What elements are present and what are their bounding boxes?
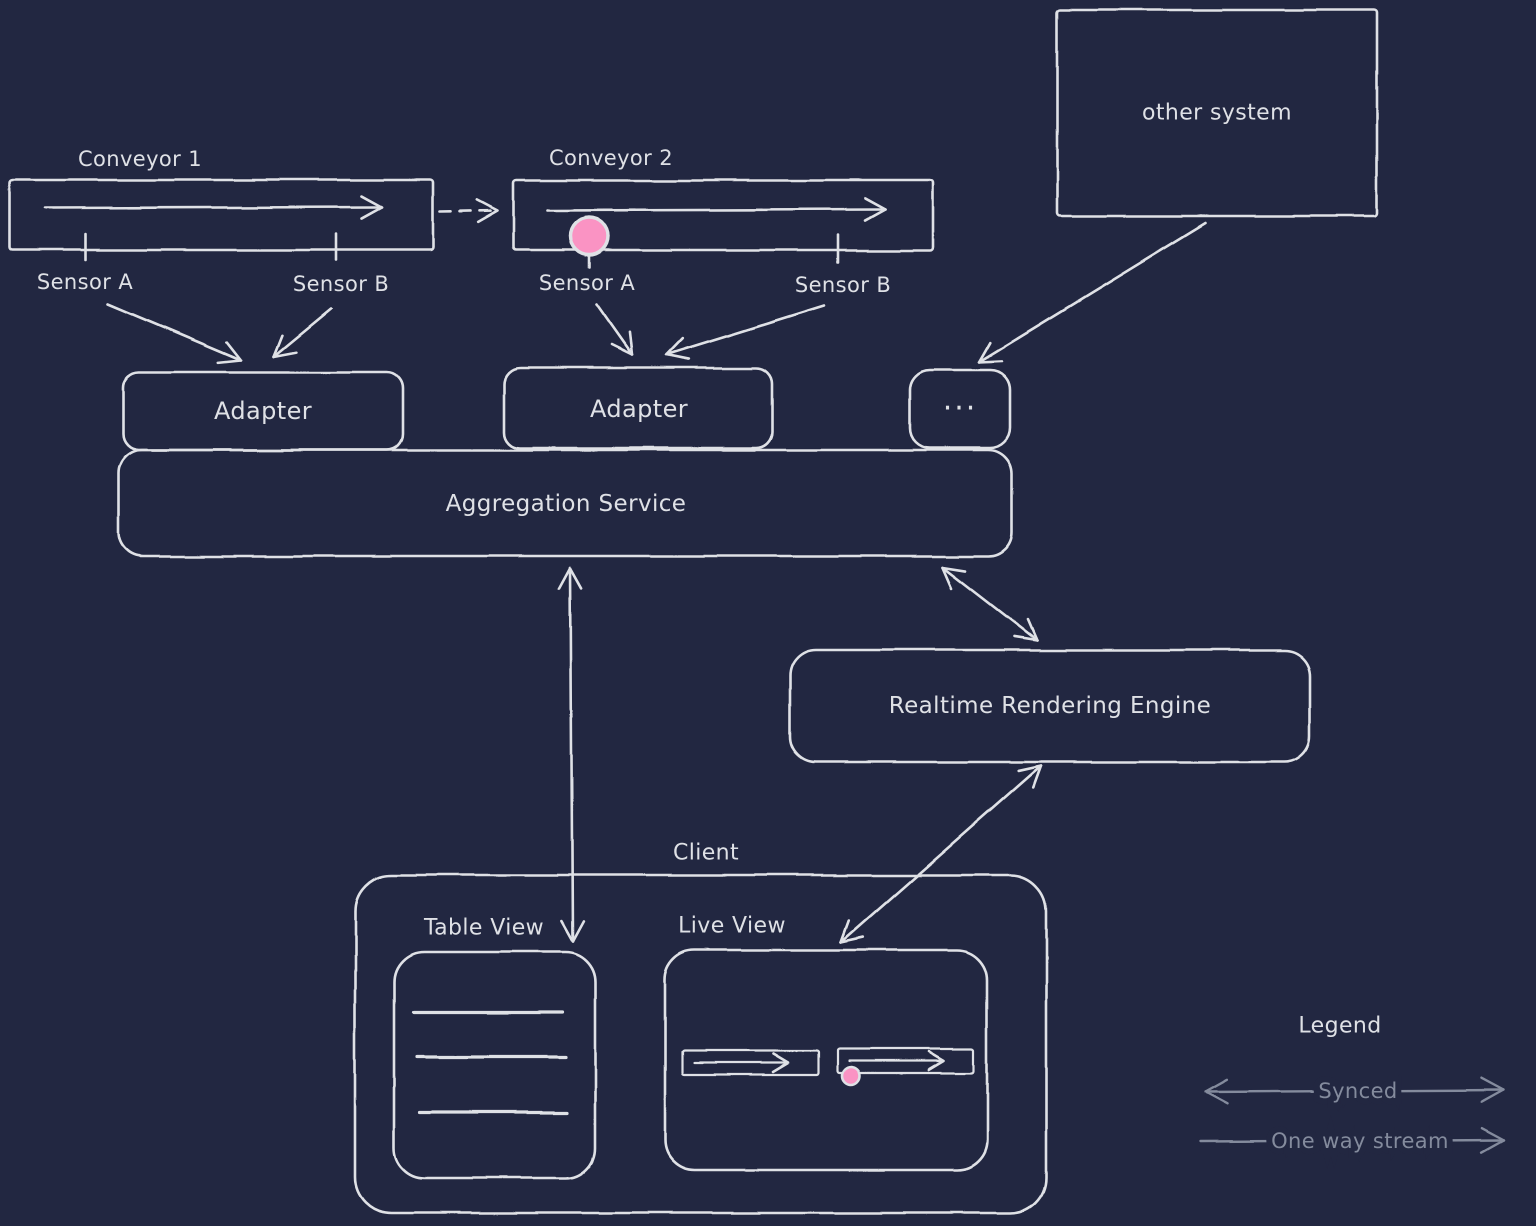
conveyor-1-label: Conveyor 1 (78, 147, 202, 171)
conveyor-2-item-dot (568, 215, 610, 257)
conveyor-2-sensor-a-arrow (594, 302, 634, 357)
legend-title: Legend (1298, 1014, 1381, 1039)
legend-one-way-arrow (1198, 1126, 1505, 1154)
conveyor-2-label: Conveyor 2 (549, 146, 673, 170)
conveyor-1-flow-arrow (43, 194, 384, 220)
live-view-label: Live View (678, 914, 786, 939)
adapter-2-box (503, 366, 774, 450)
table-view-label: Table View (423, 916, 544, 941)
conveyor-2-sensor-b-arrow (664, 304, 826, 361)
live-view-conveyor-1 (680, 1049, 820, 1077)
conveyor-1-sensor-b-label: Sensor B (293, 272, 389, 296)
realtime-rendering-engine-box (788, 648, 1312, 764)
aggregation-service-label: Aggregation Service (446, 491, 687, 517)
adapter-1-label: Adapter (214, 397, 312, 425)
conveyor-2-box (512, 178, 935, 252)
conveyor-1-sensor-a-label: Sensor A (37, 270, 133, 294)
realtime-rendering-engine-label: Realtime Rendering Engine (889, 693, 1211, 719)
legend-synced-arrow (1203, 1076, 1505, 1106)
aggregation-to-engine-arrow (941, 565, 1039, 642)
live-view-conveyor-2 (835, 1047, 976, 1075)
conveyor-2-sensor-b-label: Sensor B (795, 273, 891, 297)
legend-one-way-label: One way stream (1271, 1129, 1449, 1153)
adapter-2-label: Adapter (590, 395, 688, 423)
conveyor-1-box (8, 178, 435, 252)
live-view-item-dot (840, 1065, 862, 1087)
other-system-box (1055, 8, 1379, 218)
more-adapters-label: ... (943, 383, 978, 418)
live-view-box (663, 948, 989, 1172)
conveyor-1-sensor-a-arrow (106, 302, 243, 364)
conveyor-1-sensor-b-arrow (272, 307, 333, 358)
conveyor-link-dashed-arrow (438, 199, 500, 224)
conveyor-2-flow-arrow (545, 196, 887, 222)
client-label: Client (673, 841, 739, 866)
client-box (353, 873, 1048, 1215)
other-system-to-adapters-arrow (977, 221, 1208, 364)
aggregation-to-client-arrow (557, 566, 585, 943)
more-adapters-box (908, 368, 1012, 450)
engine-to-live-view-arrow (839, 764, 1043, 944)
legend-synced-label: Synced (1318, 1079, 1397, 1103)
table-view-box (392, 950, 597, 1180)
conveyor-2-sensor-a-label: Sensor A (539, 271, 635, 295)
other-system-label: other system (1142, 101, 1292, 126)
aggregation-service-box (116, 448, 1014, 558)
